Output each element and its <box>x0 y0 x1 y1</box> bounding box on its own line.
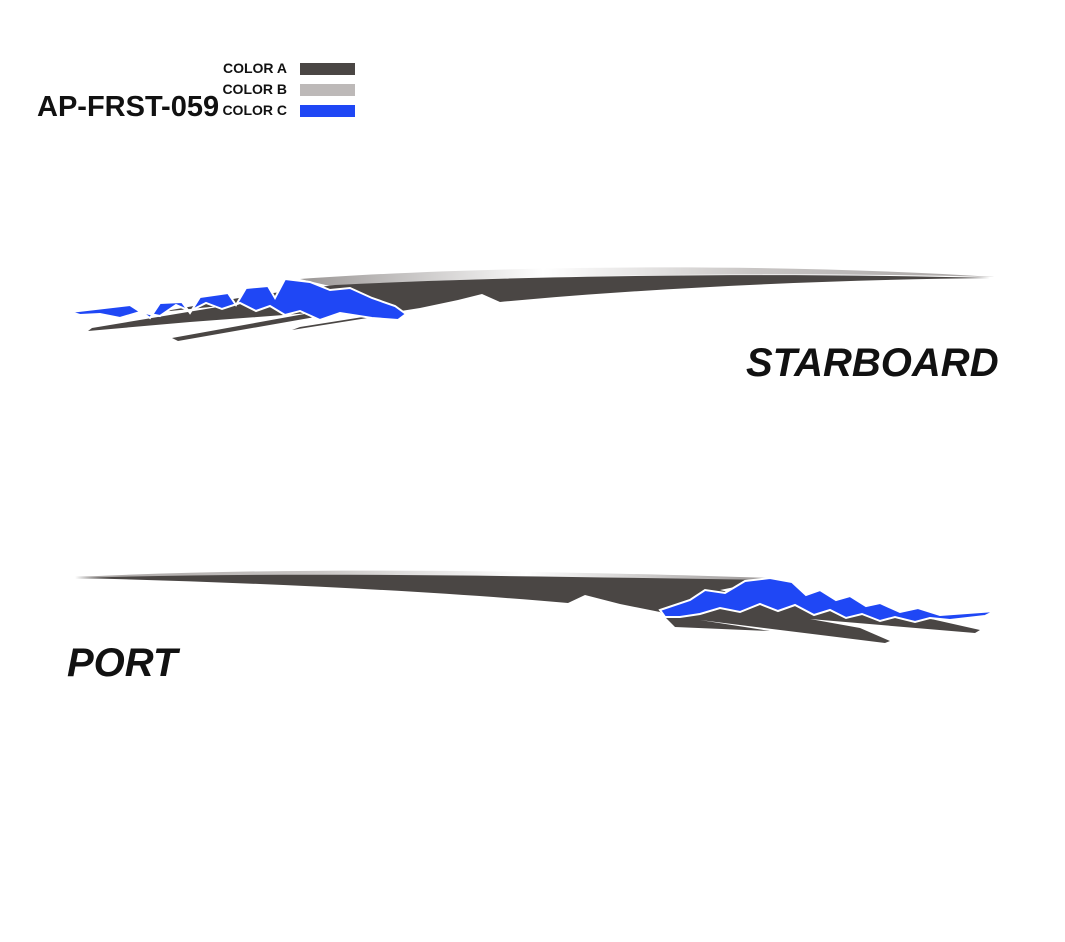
starboard-blue-splash <box>69 277 408 322</box>
legend-label-color-b: COLOR B <box>222 81 287 97</box>
port-label: PORT <box>67 641 178 685</box>
legend-swatch-color-c <box>300 105 355 117</box>
port-blue-splash <box>658 576 996 624</box>
starboard-graphic <box>69 267 995 341</box>
starboard-label: STARBOARD <box>746 341 999 385</box>
design-code: AP-FRST-059 <box>37 91 220 123</box>
legend-row-color-c: COLOR C <box>200 100 360 121</box>
port-graphic <box>75 570 996 643</box>
legend-swatch-color-b <box>300 84 355 96</box>
legend-row-color-a: COLOR A <box>200 58 360 79</box>
legend-row-color-b: COLOR B <box>200 79 360 100</box>
legend-swatch-color-a <box>300 63 355 75</box>
color-legend: COLOR A COLOR B COLOR C <box>200 58 360 121</box>
legend-label-color-a: COLOR A <box>222 60 287 76</box>
port-dark-swoosh <box>75 574 980 643</box>
legend-label-color-c: COLOR C <box>222 102 287 118</box>
starboard-silver-stripe <box>300 267 995 286</box>
